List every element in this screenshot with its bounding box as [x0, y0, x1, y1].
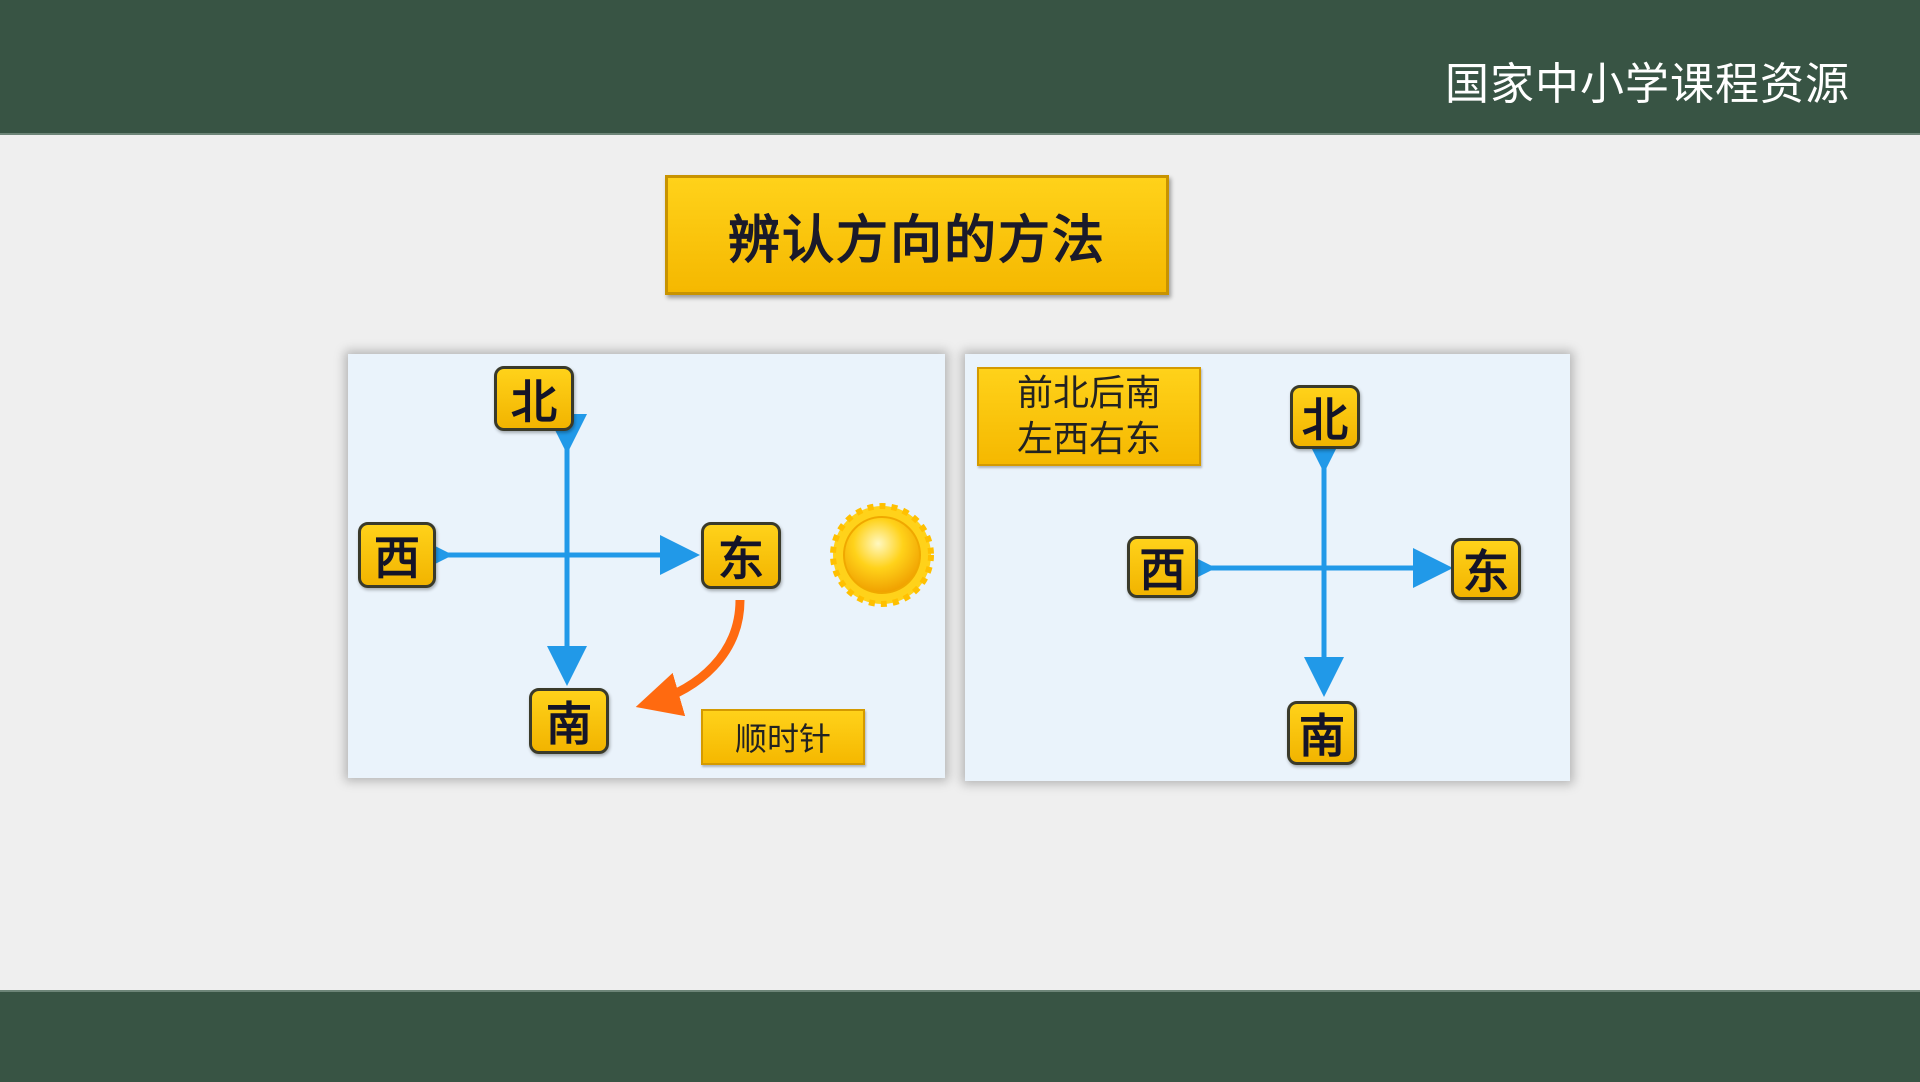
- mnemonic-line-1: 前北后南: [1016, 372, 1161, 414]
- compass-arrows: [1176, 433, 1453, 697]
- mnemonic-box: 前北后南 左西右东: [977, 367, 1201, 466]
- clockwise-label: 顺时针: [701, 709, 865, 765]
- west-tile: 西: [358, 522, 436, 588]
- header-bar: 国家中小学课程资源: [0, 0, 1920, 135]
- mnemonic-line-2: 左西右东: [1016, 418, 1161, 460]
- east-tile: 东: [1451, 538, 1521, 600]
- clockwise-arrow: [635, 599, 745, 717]
- east-tile: 东: [701, 522, 781, 589]
- left-compass-panel: 北 西 东 南 顺时针: [348, 354, 945, 778]
- compass-arrows: [413, 414, 934, 717]
- north-tile: 北: [1290, 385, 1360, 449]
- slide-title: 辨认方向的方法: [665, 175, 1169, 295]
- brand-title: 国家中小学课程资源: [1445, 59, 1850, 110]
- footer-bar: [0, 990, 1920, 1082]
- west-tile: 西: [1127, 536, 1198, 598]
- south-tile: 南: [1287, 701, 1357, 765]
- south-tile: 南: [529, 688, 609, 754]
- sun-icon: [830, 503, 934, 607]
- north-tile: 北: [494, 366, 574, 431]
- right-compass-panel: 前北后南 左西右东 北 西 东 南: [965, 354, 1570, 781]
